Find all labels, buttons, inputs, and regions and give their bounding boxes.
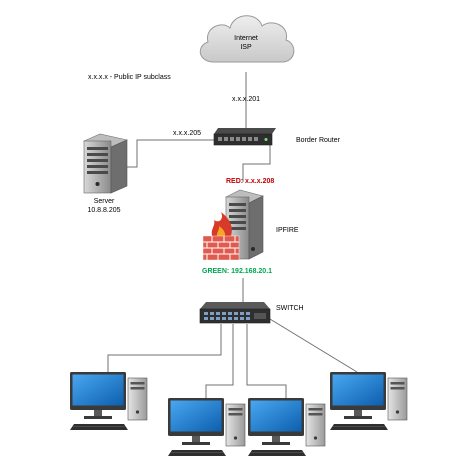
green-interface-ip: GREEN: 192.168.20.1 <box>202 268 272 275</box>
legend-text: x.x.x.x - Public IP subclass <box>88 74 171 81</box>
cloud-label-line1: Internet <box>234 35 258 42</box>
ipfire-server-icon <box>225 189 264 260</box>
firewall-icon <box>202 212 240 261</box>
server-ip-label: 10.8.8.205 <box>87 207 120 214</box>
link-switch-ws4 <box>264 315 358 373</box>
cloud-icon: Internet ISP <box>199 15 295 63</box>
cloud-label-line2: ISP <box>240 44 252 51</box>
border-router-label: Border Router <box>296 137 341 144</box>
connection-lines <box>107 72 358 398</box>
server-link-ip: x.x.x.205 <box>173 130 201 137</box>
workstation-icon <box>329 371 408 431</box>
ipfire-label: IPFIRE <box>276 227 299 234</box>
workstation-icon <box>247 397 326 457</box>
server-icon <box>83 133 128 194</box>
isp-link-ip: x.x.x.201 <box>232 96 260 103</box>
link-switch-ws3 <box>246 324 287 398</box>
red-interface-ip: RED: x.x.x.208 <box>226 178 274 185</box>
link-router-ipfire <box>242 140 271 182</box>
workstation-icon <box>69 371 148 431</box>
switch-icon <box>199 302 271 324</box>
link-server-router <box>127 139 215 168</box>
link-switch-ws2 <box>205 324 234 398</box>
router-icon <box>213 128 276 146</box>
server-name-label: Server <box>94 198 115 205</box>
link-switch-ws1 <box>107 324 222 372</box>
switch-label: SWITCH <box>276 305 304 312</box>
workstation-icon <box>167 397 246 457</box>
